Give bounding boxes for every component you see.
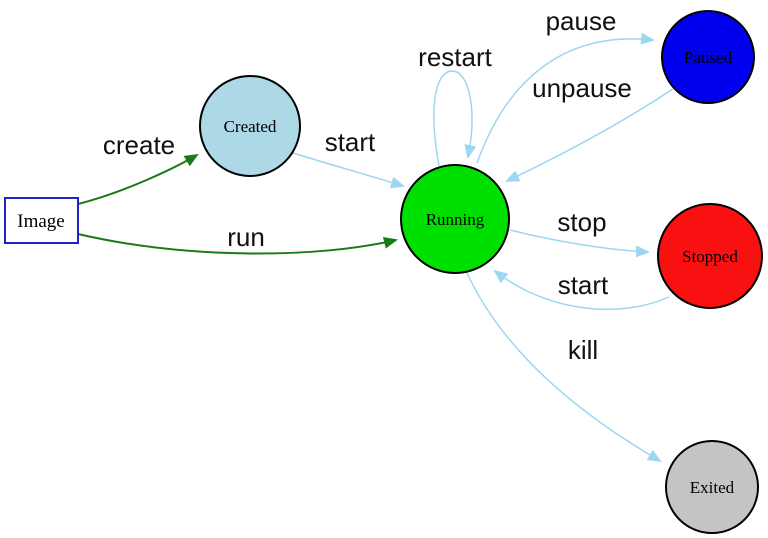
edge-label-start-1: start (325, 127, 376, 157)
node-running-label: Running (426, 210, 485, 229)
node-created-circle (199, 75, 301, 177)
node-stopped-label: Stopped (682, 247, 738, 266)
node-exited-circle (665, 440, 759, 534)
edge-stop (509, 229, 650, 258)
node-exited: Exited (665, 440, 759, 534)
edge-label-run: run (227, 222, 265, 252)
edge-run (77, 233, 398, 255)
edge-label-restart: restart (418, 42, 492, 72)
edge-kill (465, 270, 662, 463)
edge-unpause (505, 88, 674, 182)
edge-label-start-2: start (558, 270, 609, 300)
edge-start-stopped-running (493, 269, 670, 311)
edge-label-pause: pause (546, 6, 617, 36)
node-image-box (4, 197, 79, 244)
edge-pause (476, 32, 655, 164)
edge-start-created-running (292, 152, 405, 189)
edge-label-create: create (103, 130, 175, 160)
edge-label-unpause: unpause (532, 73, 632, 103)
node-stopped-circle (657, 203, 763, 309)
node-exited-label: Exited (690, 478, 735, 497)
edge-label-stop: stop (557, 207, 606, 237)
node-created-label: Created (224, 117, 277, 136)
node-stopped: Stopped (657, 203, 763, 309)
edge-label-kill: kill (568, 335, 598, 365)
edge-restart (433, 70, 477, 167)
node-paused: Paused (661, 10, 755, 104)
node-running: Running (400, 164, 510, 274)
node-paused-label: Paused (684, 48, 733, 67)
edge-create (77, 153, 199, 205)
node-image: Image (4, 197, 79, 244)
node-running-circle (400, 164, 510, 274)
node-created: Created (199, 75, 301, 177)
node-image-label: Image (17, 211, 64, 232)
node-paused-circle (661, 10, 755, 104)
